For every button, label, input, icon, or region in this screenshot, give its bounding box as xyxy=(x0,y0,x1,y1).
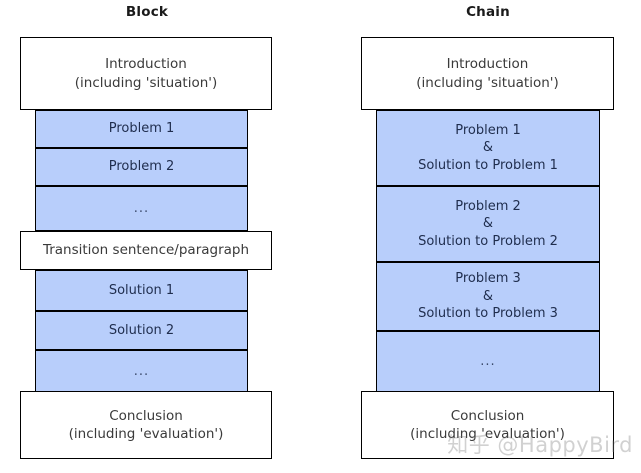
block-problem-1-line: Problem 1 xyxy=(108,121,175,137)
chain-introduction-line: Introduction xyxy=(446,56,529,73)
chain-problem-solution-2-line: Solution to Problem 2 xyxy=(418,233,558,249)
chain-chain-ellipsis-box: ... xyxy=(376,331,600,393)
chain-introduction-line: (including 'situation') xyxy=(416,74,559,91)
column-title-chain: Chain xyxy=(466,4,510,20)
chain-problem-solution-3-line: Solution to Problem 3 xyxy=(418,306,558,322)
block-problem-2-box: Problem 2 xyxy=(35,148,248,186)
chain-problem-solution-1-line: & xyxy=(482,140,494,156)
block-problem-2-line: Problem 2 xyxy=(108,159,175,175)
block-conclusion-box: Conclusion (including 'evaluation') xyxy=(20,391,272,459)
chain-problem-solution-2-line: & xyxy=(482,216,494,232)
block-introduction-line: Introduction xyxy=(105,56,187,73)
block-solution-1-box: Solution 1 xyxy=(35,270,248,311)
block-conclusion-line: Conclusion xyxy=(109,407,183,424)
block-introduction-box: Introduction(including 'situation') xyxy=(20,37,272,110)
chain-conclusion-line: Conclusion xyxy=(450,407,525,424)
block-solutions-ellipsis-box: ... xyxy=(35,350,248,393)
block-introduction-line: (including 'situation') xyxy=(74,74,218,91)
block-solution-1-line: Solution 1 xyxy=(108,282,175,298)
chain-problem-solution-1-box: Problem 1 &Solution to Problem 1 xyxy=(376,110,600,186)
block-conclusion-line: (including 'evaluation') xyxy=(68,426,224,442)
block-problem-1-box: Problem 1 xyxy=(35,110,248,148)
block-solution-2-line: Solution 2 xyxy=(108,322,175,338)
block-solution-2-box: Solution 2 xyxy=(35,311,248,350)
block-transition-line: Transition sentence/paragraph xyxy=(42,242,250,259)
block-problems-ellipsis-box: ... xyxy=(35,186,248,231)
block-problems-ellipsis-line: ... xyxy=(133,200,150,216)
chain-problem-solution-3-line: & xyxy=(482,288,494,304)
column-title-block: Block xyxy=(125,4,169,20)
chain-conclusion-line: (including 'evaluation') xyxy=(410,426,565,442)
chain-introduction-box: Introduction(including 'situation') xyxy=(361,37,614,110)
chain-problem-solution-3-line: Problem 3 xyxy=(455,271,521,287)
watermark: 知乎 @HappyBird xyxy=(447,433,633,457)
chain-conclusion-box: Conclusion (including 'evaluation') xyxy=(361,391,614,459)
chain-problem-solution-1-line: Problem 1 xyxy=(455,122,521,138)
chain-problem-solution-2-line: Problem 2 xyxy=(455,198,521,214)
chain-problem-solution-2-box: Problem 2 &Solution to Problem 2 xyxy=(376,186,600,262)
block-solutions-ellipsis-line: ... xyxy=(133,363,150,379)
chain-chain-ellipsis-line: ... xyxy=(480,354,496,370)
chain-problem-solution-1-line: Solution to Problem 1 xyxy=(418,157,558,173)
chain-problem-solution-3-box: Problem 3& Solution to Problem 3 xyxy=(376,262,600,331)
block-transition-box: Transition sentence/paragraph xyxy=(20,231,272,270)
